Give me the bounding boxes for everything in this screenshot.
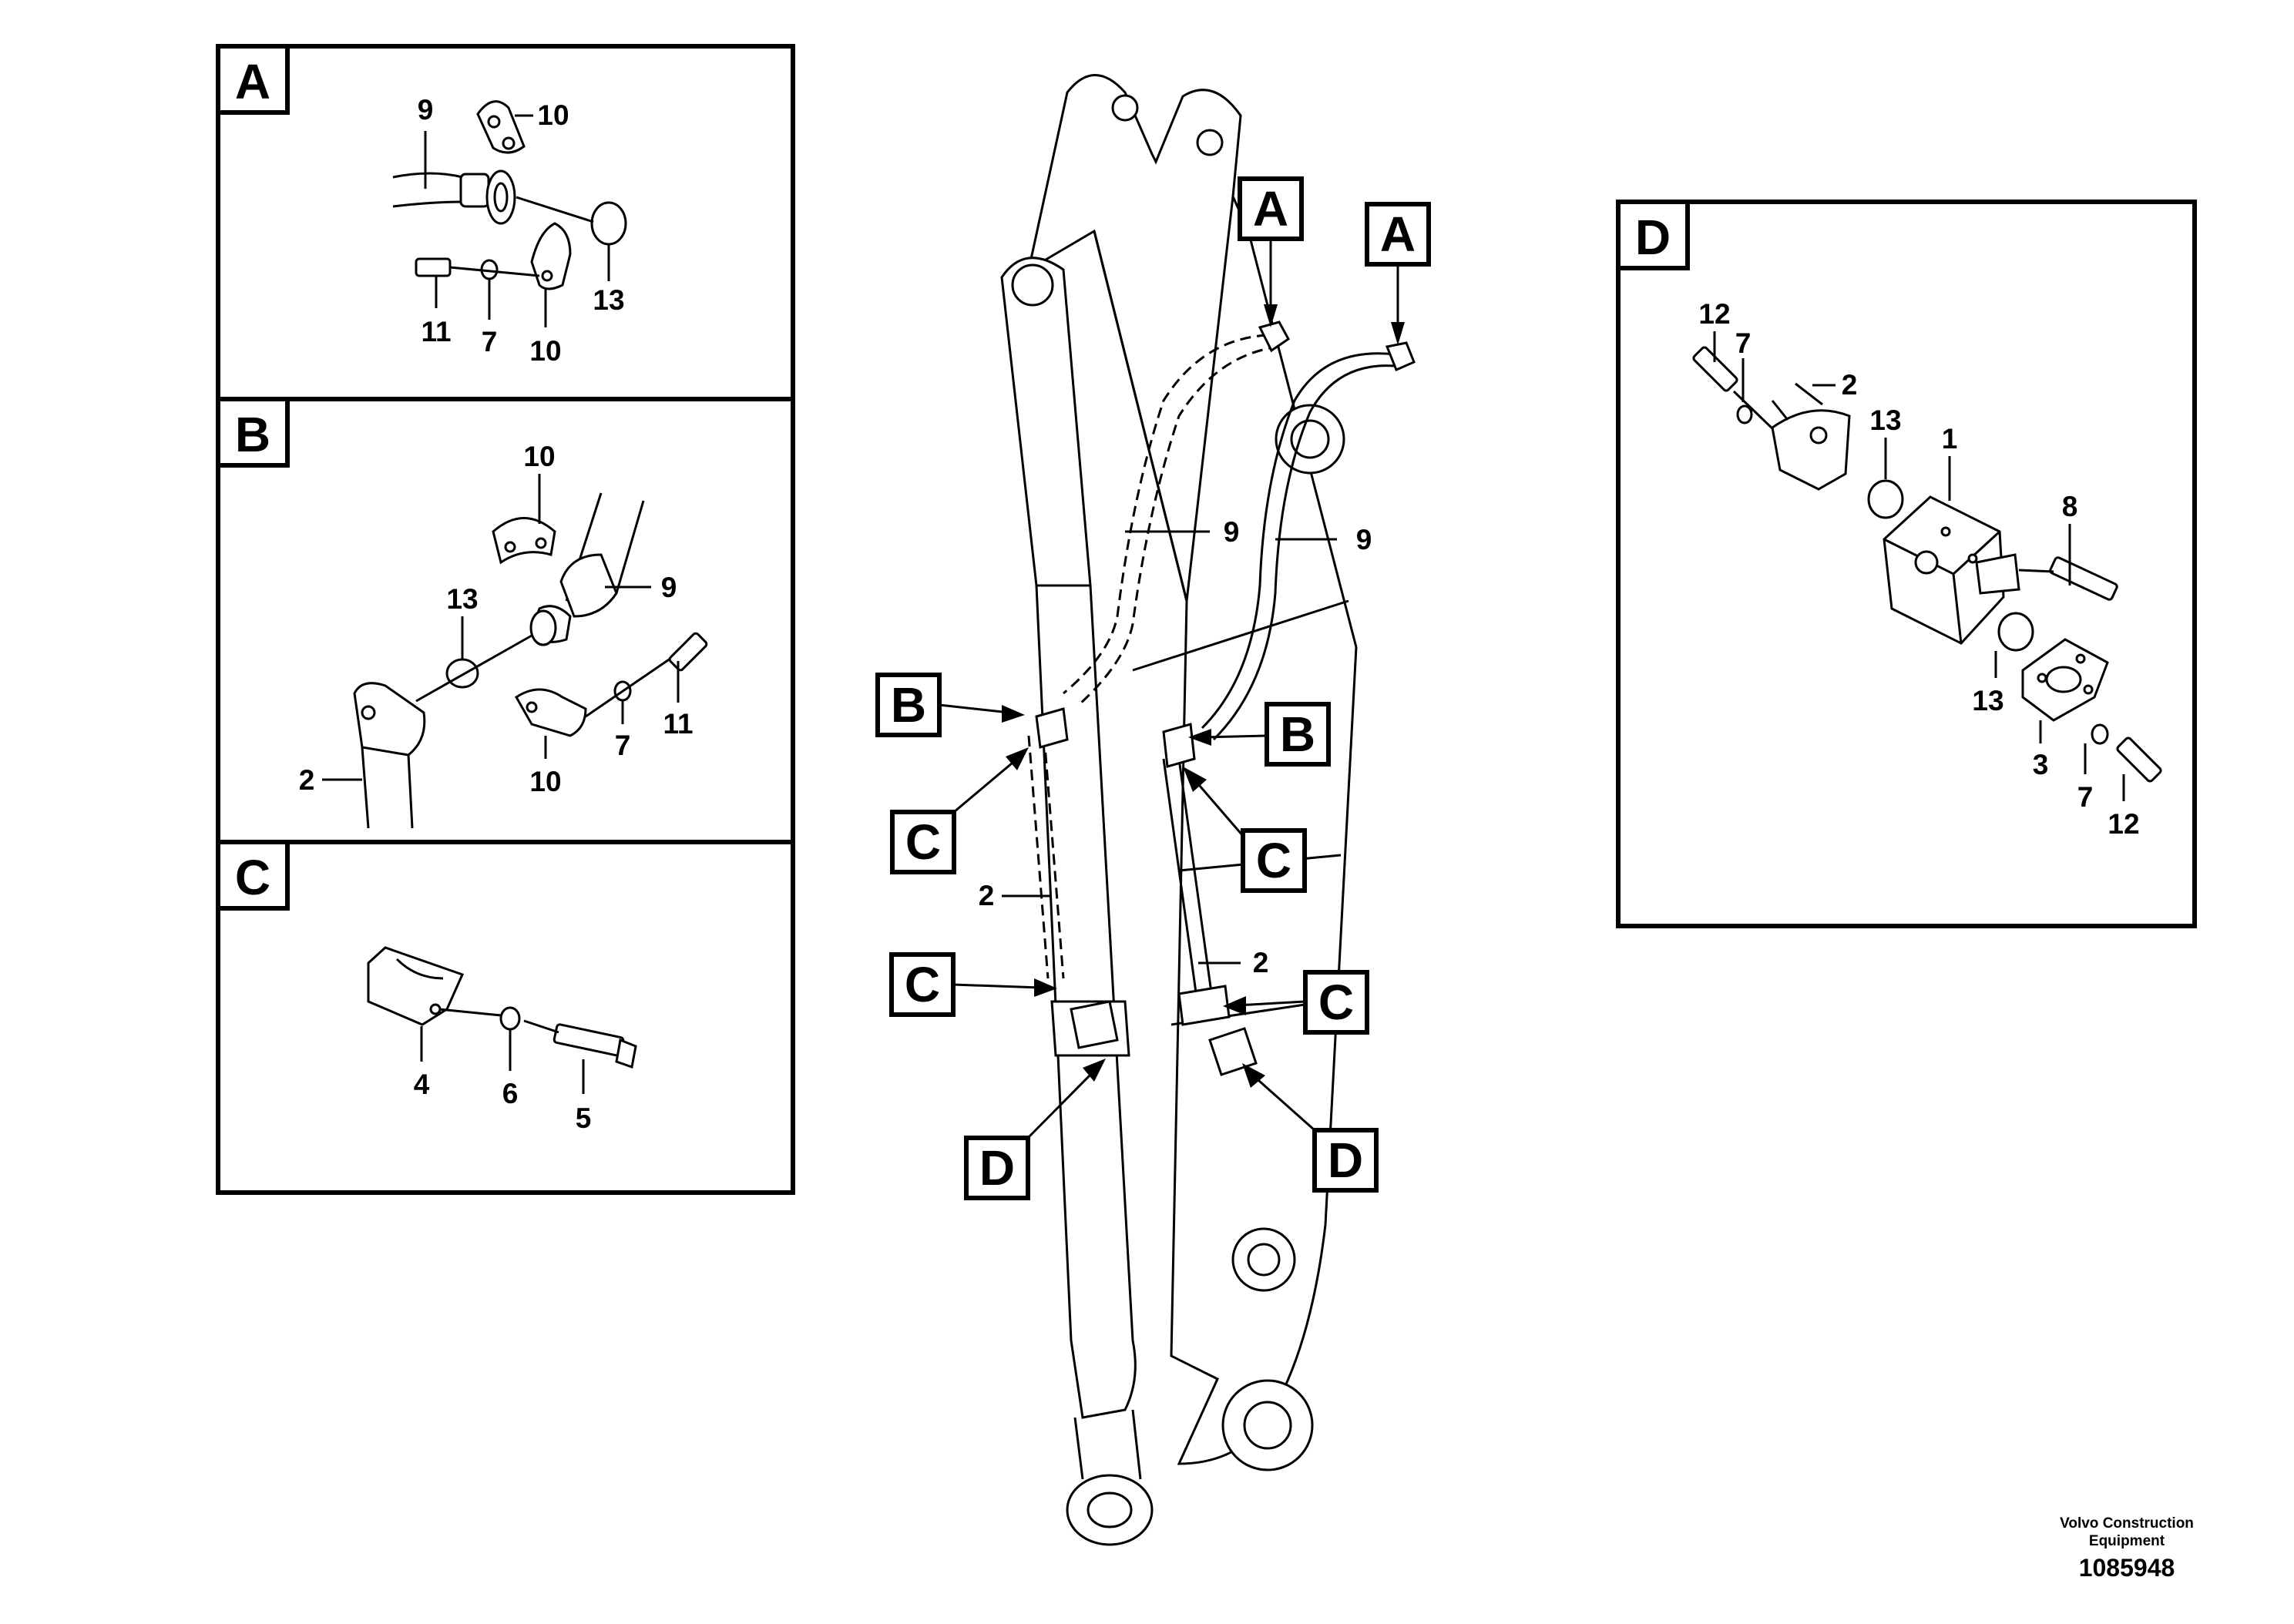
- part-number: 1: [1942, 423, 1958, 455]
- drawing-number: 1085948: [2079, 1554, 2175, 1582]
- bolt: [2116, 737, 2162, 783]
- callout-b-left: B: [875, 673, 1025, 737]
- panel-a-letter: A: [235, 54, 270, 109]
- panel-c-tag: [216, 840, 290, 911]
- part-number: 2: [299, 764, 315, 796]
- o-ring: [445, 658, 479, 689]
- svg-text:B: B: [891, 677, 926, 733]
- part-number: 2: [1842, 369, 1858, 401]
- part-number: 13: [446, 583, 478, 615]
- part-number: 13: [1972, 685, 2003, 716]
- svg-text:C: C: [1318, 975, 1354, 1030]
- part-number: 9: [1224, 516, 1240, 548]
- svg-text:B: B: [1280, 706, 1315, 762]
- company-name-line2: Equipment: [2089, 1533, 2165, 1549]
- o-ring: [1867, 479, 1904, 519]
- svg-text:A: A: [1380, 206, 1416, 262]
- svg-text:A: A: [1253, 181, 1288, 237]
- panel-b-letter: B: [235, 407, 270, 462]
- callout-d-left: D: [964, 1059, 1106, 1200]
- part-number: 9: [418, 94, 434, 126]
- washer: [1736, 404, 1753, 424]
- part-number: 11: [663, 708, 693, 740]
- company-name-line1: Volvo Construction: [2060, 1515, 2194, 1532]
- detail-panel-a: A 9 10 13 11 7 10: [216, 44, 795, 401]
- callout-b-right: B: [1188, 702, 1331, 767]
- svg-text:C: C: [905, 957, 940, 1012]
- washer: [2091, 723, 2109, 745]
- o-ring: [590, 201, 627, 246]
- panel-d-letter: D: [1635, 210, 1671, 265]
- panel-d-tag: [1616, 200, 1690, 270]
- hose-end: [392, 172, 463, 208]
- part-number: 9: [1356, 524, 1372, 555]
- part-number: 10: [529, 766, 561, 797]
- part-number: 4: [414, 1069, 430, 1100]
- part-number: 8: [2062, 491, 2078, 522]
- svg-text:C: C: [1256, 833, 1291, 888]
- tube-2: [1162, 758, 1215, 1010]
- boom-body: [1026, 74, 1358, 1465]
- callout-a-left: A: [1238, 176, 1304, 327]
- panel-c-letter: C: [235, 850, 270, 905]
- part-number: 2: [979, 880, 995, 911]
- bolt: [2049, 556, 2118, 601]
- split-flange-half-lower: [530, 222, 572, 290]
- part-number: 6: [502, 1078, 519, 1109]
- drawing-footer: Volvo Construction Equipment 1085948: [2060, 1515, 2194, 1582]
- part-number: 10: [523, 441, 555, 472]
- detail-panel-b: B 10 13 9 2 11 7: [216, 397, 795, 844]
- bolt: [1692, 346, 1738, 392]
- callout-d-right: D: [1242, 1063, 1379, 1193]
- part-number: 12: [2108, 808, 2139, 840]
- part-number: 7: [615, 730, 631, 761]
- callout-c-right-upper: C: [1183, 767, 1307, 893]
- detail-panel-d: D 12 7: [1616, 200, 2197, 928]
- svg-text:C: C: [905, 814, 941, 870]
- part-number: 7: [2077, 781, 2094, 813]
- split-flange-half-lower: [515, 688, 587, 737]
- bolt: [668, 632, 708, 672]
- part-number: 5: [576, 1102, 592, 1134]
- part-number: 13: [1869, 404, 1901, 436]
- detail-panel-c: C 4 6 5: [216, 840, 795, 1195]
- part-number: 9: [661, 572, 677, 603]
- part-number: 7: [482, 326, 498, 357]
- panel-b-tag: [216, 397, 290, 468]
- panel-a-tag: [216, 44, 290, 115]
- bolt: [415, 257, 452, 277]
- svg-text:D: D: [979, 1140, 1015, 1196]
- part-number: 10: [529, 335, 561, 367]
- callout-a-right: A: [1365, 202, 1431, 345]
- hose-9-hidden: [1063, 334, 1268, 695]
- callout-c-left-lower: C: [889, 952, 1057, 1017]
- callout-c-left-upper: C: [890, 747, 1029, 874]
- cylinder-rod-end: [1000, 257, 1092, 587]
- boom-assembly: 9 9 2 2 A A B B: [875, 74, 1431, 1546]
- part-number: 13: [593, 284, 624, 316]
- tube-flange: [1771, 409, 1851, 491]
- hose-9: [1201, 352, 1396, 730]
- o-ring: [1997, 612, 2034, 652]
- part-number: 2: [1253, 947, 1269, 978]
- tube-2-hidden: [1027, 735, 1065, 979]
- svg-text:D: D: [1328, 1132, 1363, 1188]
- part-number: 10: [537, 99, 569, 131]
- part-number: 7: [1735, 327, 1752, 359]
- part-number: 12: [1698, 298, 1730, 330]
- callout-c-right-lower: C: [1223, 970, 1369, 1035]
- elbow-flange: [353, 682, 426, 757]
- washer: [499, 1006, 521, 1031]
- part-number: 3: [2033, 749, 2049, 780]
- part-number: 11: [421, 316, 451, 347]
